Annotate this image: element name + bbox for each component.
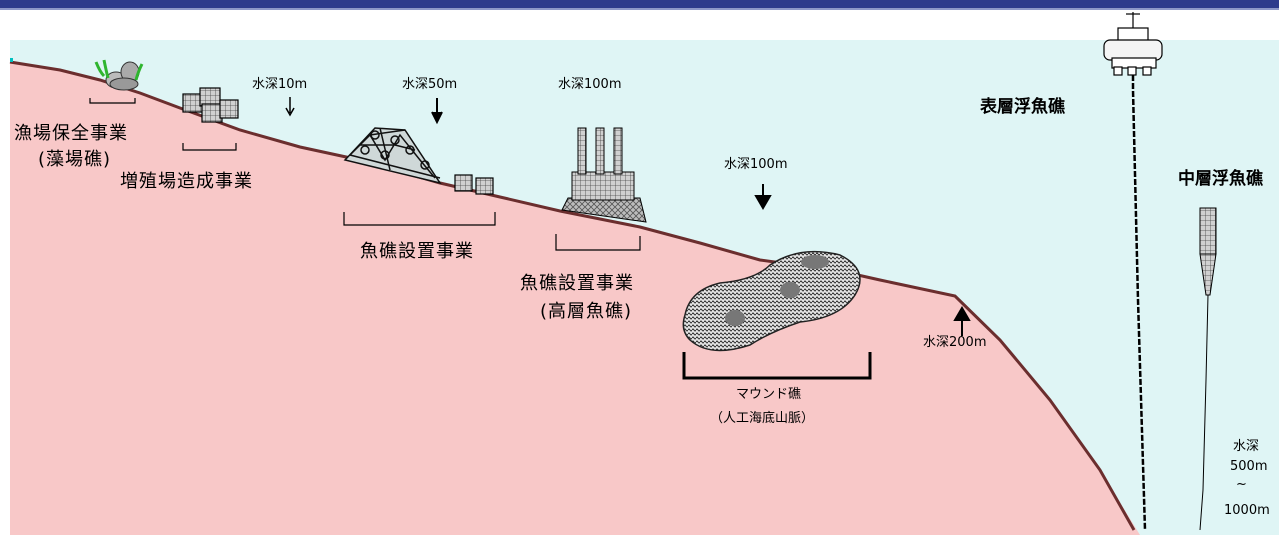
label-depth-500-b: 500m (1230, 459, 1268, 474)
seaweed-reef-icon (94, 59, 144, 91)
label-reef-installation-high: 魚礁設置事業 (520, 273, 634, 294)
label-depth-200: 水深200m (923, 335, 987, 350)
label-fishing-ground-conservation: 漁場保全事業 (14, 123, 128, 144)
high-rise-reef-icon (561, 127, 647, 223)
bracket-aquaculture (182, 143, 237, 151)
label-depth-500-a: 水深 (1233, 439, 1260, 454)
bracket-reef (343, 212, 496, 226)
header-accent (0, 8, 1279, 10)
block-reef-icon (182, 87, 239, 123)
surface-fad-icon (1103, 12, 1163, 76)
label-depth-100-top: 水深100m (558, 77, 622, 92)
label-artificial-seamount: （人工海底山脈） (710, 411, 815, 426)
mound-reef-icon (682, 250, 861, 352)
midwater-fad-icon (1199, 207, 1217, 296)
bracket-mound (682, 352, 872, 380)
label-depth-100-mid: 水深100m (724, 157, 788, 172)
label-reef-installation: 魚礁設置事業 (360, 241, 474, 262)
label-depth-500-c: ~ (1236, 477, 1247, 492)
label-midwater-fad: 中層浮魚礁 (1178, 169, 1263, 189)
label-aquaculture-ground: 増殖場造成事業 (120, 171, 253, 192)
bracket-seaweed (89, 98, 136, 104)
label-mound-reef: マウンド礁 (736, 387, 802, 402)
bracket-high-rise (555, 234, 641, 251)
header-bar (0, 0, 1279, 8)
label-depth-50: 水深50m (402, 77, 458, 92)
seabed-line (9, 60, 1136, 531)
truss-reef-icon (343, 127, 442, 185)
arrow-depth-50 (431, 98, 443, 125)
label-depth-10: 水深10m (252, 77, 308, 92)
midwater-fad-rope (1199, 294, 1209, 531)
seabed (10, 62, 1140, 535)
small-block-icon (454, 174, 494, 195)
label-seaweed-reef: (藻場礁) (38, 149, 112, 170)
arrow-depth-200 (953, 306, 971, 336)
surface-fad-rope (1131, 75, 1147, 531)
label-high-rise-reef: (高層魚礁) (540, 301, 633, 322)
arrow-depth-10 (285, 97, 295, 117)
label-surface-fad: 表層浮魚礁 (980, 97, 1065, 117)
label-depth-500-d: 1000m (1224, 503, 1270, 518)
arrow-depth-100-mid (754, 184, 772, 210)
